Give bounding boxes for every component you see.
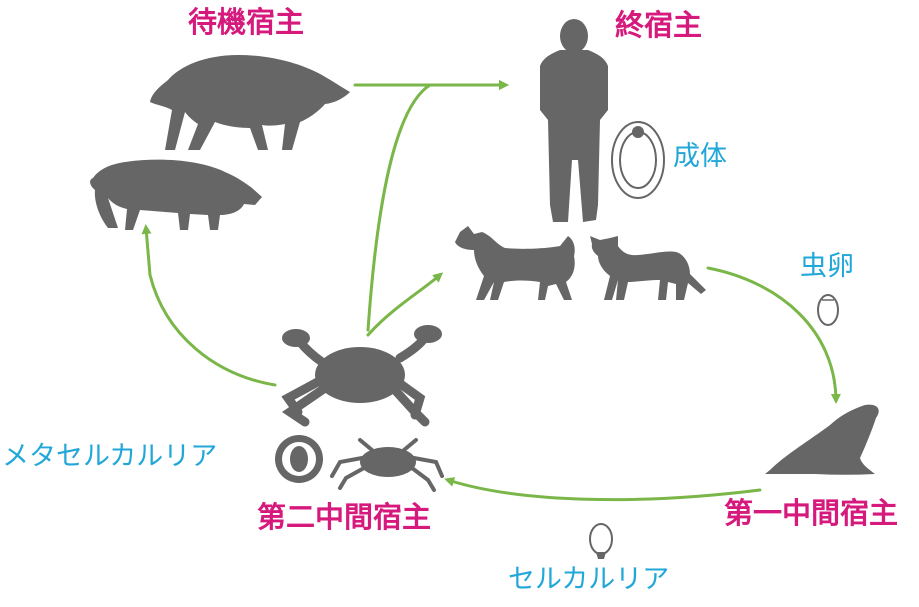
pig-icon	[90, 159, 262, 230]
arrow-snail-to-crab	[444, 477, 762, 502]
arrow-crab-to-pig	[141, 224, 277, 387]
cat-icon	[590, 236, 706, 300]
second-intermediate-host-label: 第二中間宿主	[257, 500, 432, 534]
snail-icon	[765, 404, 879, 475]
arrow-crab-to-dogcat	[366, 272, 444, 337]
metacercaria-label: メタセルカルリア	[2, 441, 218, 472]
dog-icon	[455, 226, 575, 300]
arrow-cat-to-snail	[706, 266, 841, 404]
egg-label: 虫卵	[800, 251, 854, 282]
first-intermediate-host-label: 第一中間宿主	[724, 496, 899, 530]
cycle-arrows	[141, 80, 841, 502]
crab-icon	[281, 325, 442, 427]
cercaria-icon	[589, 523, 613, 559]
small-crab-icon	[330, 438, 444, 492]
egg-icon	[817, 294, 839, 326]
arrow-crab-to-human	[366, 80, 509, 332]
definitive-host-label: 終宿主	[615, 8, 703, 42]
human-icon	[540, 19, 608, 222]
adult-label: 成体	[673, 141, 727, 172]
adult-fluke-icon	[611, 121, 665, 199]
cercaria-label: セルカルリア	[508, 564, 670, 595]
boar-icon	[150, 55, 350, 150]
metacercaria-icon	[275, 435, 323, 483]
reservoir-host-label: 待機宿主	[188, 5, 305, 39]
